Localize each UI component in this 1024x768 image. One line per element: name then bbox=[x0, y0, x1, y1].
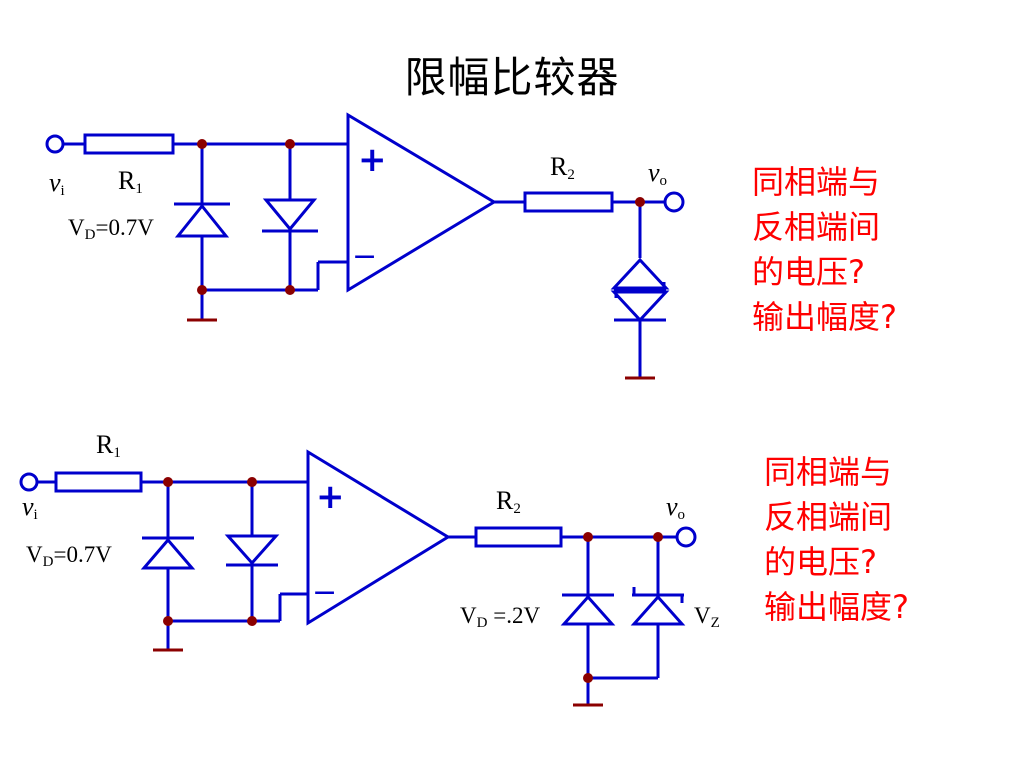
circuit2-question: 同相端与 反相端间 的电压? 输出幅度? bbox=[764, 453, 909, 626]
circuit2-vd-input-label: VD=0.7V bbox=[26, 542, 112, 570]
junction-dot bbox=[247, 616, 257, 626]
junction-dot bbox=[285, 285, 295, 295]
circuit2-output-diode bbox=[560, 537, 616, 678]
circuit1-inverting-sign: − bbox=[352, 239, 378, 274]
junction-dot bbox=[163, 477, 173, 487]
circuit1-input-label: vi bbox=[49, 168, 65, 199]
circuit1-vd-label: VD=0.7V bbox=[68, 215, 154, 243]
circuit1-input-terminal bbox=[45, 134, 65, 154]
circuit2-schematic bbox=[19, 449, 697, 707]
circuit1-question: 同相端与 反相端间 的电压? 输出幅度? bbox=[752, 163, 897, 336]
circuit2-vd-output-label: VD =.2V bbox=[460, 603, 541, 631]
circuit2-noninverting-sign: + bbox=[316, 477, 345, 517]
circuit1-r2-resistor bbox=[523, 191, 614, 213]
circuit2-r1-label: R1 bbox=[96, 430, 121, 461]
junction-dot bbox=[653, 532, 663, 542]
circuit1-diode-b bbox=[262, 144, 318, 290]
circuit2-diode-a bbox=[140, 482, 196, 621]
circuit2-input-terminal bbox=[19, 472, 39, 492]
circuit2-r2-label: R2 bbox=[496, 486, 521, 517]
circuit2-inverting-sign: − bbox=[312, 575, 338, 610]
circuit2-output-zener bbox=[630, 537, 686, 678]
circuit2-diode-b bbox=[224, 482, 280, 621]
circuit1-noninverting-sign: + bbox=[358, 140, 387, 180]
junction-dot bbox=[583, 673, 593, 683]
circuit2-output-terminal bbox=[675, 526, 697, 548]
circuit1-opamp bbox=[346, 112, 497, 293]
junction-dot bbox=[163, 616, 173, 626]
junction-dot bbox=[285, 139, 295, 149]
circuit1-r2-label: R2 bbox=[550, 152, 575, 183]
junction-dots bbox=[163, 139, 663, 683]
junction-dot bbox=[247, 477, 257, 487]
circuit1-r1-resistor bbox=[83, 133, 175, 155]
circuit2-input-label: vi bbox=[22, 492, 38, 523]
circuit1-output-label: vo bbox=[648, 158, 668, 189]
circuit1-output-terminal bbox=[663, 191, 685, 213]
circuit1-r1-label: R1 bbox=[118, 166, 143, 197]
circuit1-diode-a bbox=[174, 144, 230, 290]
junction-dot bbox=[197, 285, 207, 295]
circuit2-r1-resistor bbox=[54, 471, 143, 493]
slide-title: 限幅比较器 bbox=[404, 53, 620, 102]
circuit2-opamp bbox=[306, 449, 451, 626]
junction-dot bbox=[583, 532, 593, 542]
circuit2-vz-label: VZ bbox=[694, 603, 720, 631]
junction-dot bbox=[635, 197, 645, 207]
circuit2-r2-resistor bbox=[474, 526, 563, 548]
junction-dot bbox=[197, 139, 207, 149]
circuit2-output-label: vo bbox=[666, 492, 686, 523]
circuit1-bidirectional-zener bbox=[610, 202, 670, 380]
